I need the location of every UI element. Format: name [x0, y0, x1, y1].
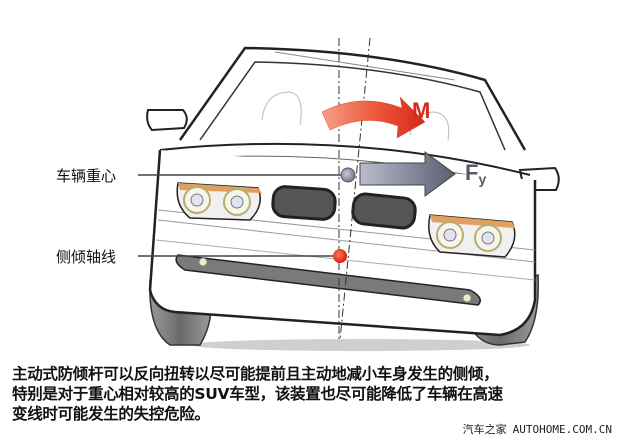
watermark-cn: 汽车之家: [462, 423, 507, 436]
right-grille: [351, 192, 417, 230]
force-subscript: y: [478, 171, 487, 187]
caption-text: 主动式防倾杆可以反向扭转以尽可能提前且主动地减小车身发生的侧倾， 特别是对于重心…: [12, 364, 503, 424]
caption-line: 主动式防倾杆可以反向扭转以尽可能提前且主动地减小车身发生的侧倾，: [12, 365, 499, 383]
watermark-en: AUTOHOME.COM.CN: [512, 423, 612, 436]
caption-line: 变线时可能发生的失控危险。: [12, 405, 210, 423]
force-symbol: F: [465, 160, 479, 185]
car-shadow: [190, 339, 530, 351]
moment-arrow-icon: [321, 96, 426, 139]
label-center-of-gravity: 车辆重心: [56, 167, 117, 185]
left-grille: [271, 185, 337, 221]
lower-intake: [175, 254, 481, 306]
force-arrow-icon: [359, 151, 456, 197]
watermark: 汽车之家 AUTOHOME.COM.CN: [463, 421, 612, 437]
label-lateral-force: Fy: [465, 160, 486, 187]
label-roll-axis: 侧倾轴线: [56, 248, 117, 266]
caption-line: 特别是对于重心相对较高的SUV车型，该装置也尽可能降低了车辆在高速: [12, 385, 503, 403]
tilted-axis: [339, 37, 371, 341]
center-of-gravity-dot: [340, 167, 356, 183]
roll-axis-dot: [333, 249, 347, 263]
label-moment: M: [412, 98, 431, 123]
left-mirror: [146, 109, 188, 132]
